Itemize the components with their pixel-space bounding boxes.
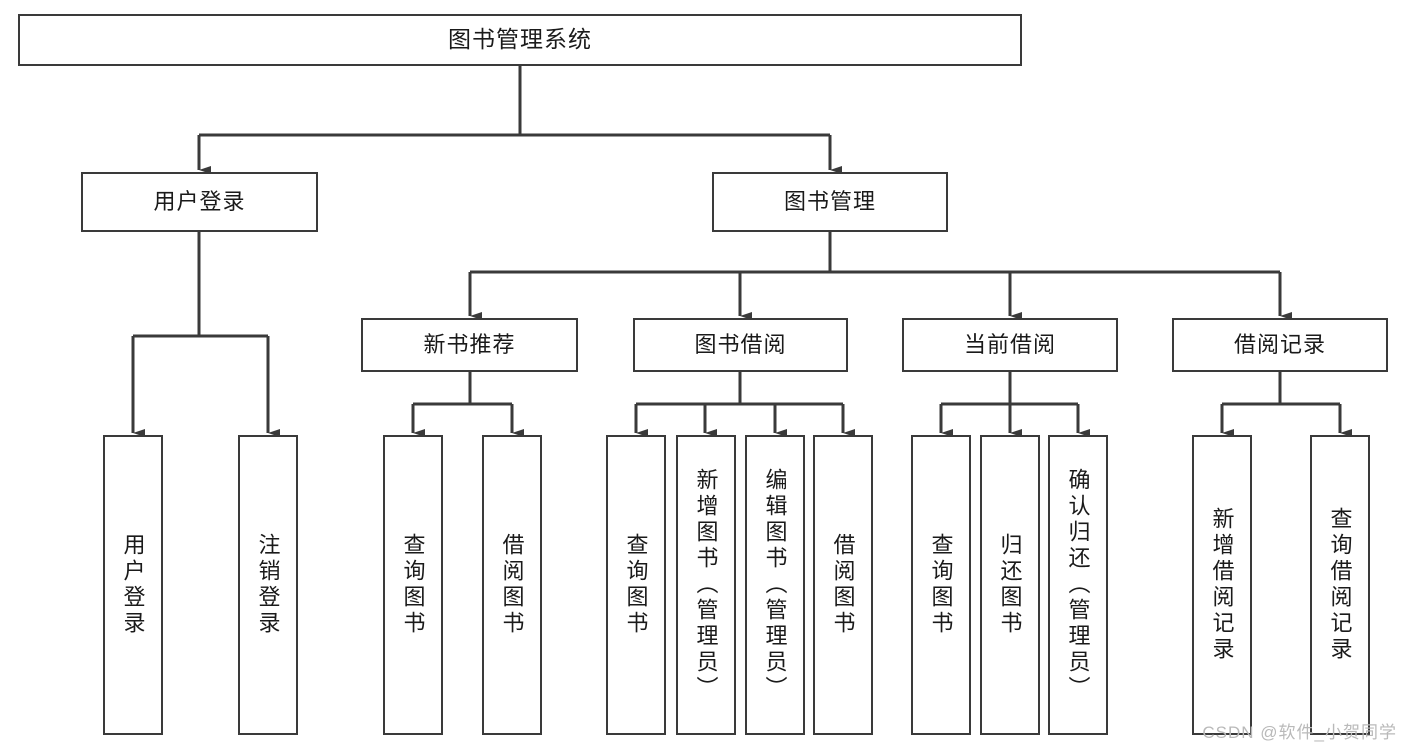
leaf-recommend-borrow-book[interactable]: 借阅图书 xyxy=(482,435,542,735)
node-current-borrow[interactable]: 当前借阅 xyxy=(902,318,1118,372)
node-root-system[interactable]: 图书管理系统 xyxy=(18,14,1022,66)
leaf-current-query-book[interactable]: 查询图书 xyxy=(911,435,971,735)
node-user-login[interactable]: 用户登录 xyxy=(81,172,318,232)
leaf-borrow-query-book[interactable]: 查询图书 xyxy=(606,435,666,735)
node-label: 查询图书 xyxy=(400,533,426,637)
leaf-recommend-query-book[interactable]: 查询图书 xyxy=(383,435,443,735)
node-label: 查询图书 xyxy=(623,533,649,637)
node-label: 当前借阅 xyxy=(963,331,1056,357)
leaf-record-query-record[interactable]: 查询借阅记录 xyxy=(1310,435,1370,735)
node-label: 编辑图书（管理员） xyxy=(762,468,788,702)
node-new-book-recommend[interactable]: 新书推荐 xyxy=(361,318,578,372)
node-label: 新增借阅记录 xyxy=(1209,507,1235,663)
csdn-watermark: CSDN @软件_小贺同学 xyxy=(1202,723,1397,742)
node-label: 用户登录 xyxy=(120,533,146,637)
node-label: 图书管理系统 xyxy=(448,26,592,53)
node-borrow-record[interactable]: 借阅记录 xyxy=(1172,318,1388,372)
node-label: 借阅记录 xyxy=(1233,331,1326,357)
node-label: 确认归还（管理员） xyxy=(1065,468,1091,702)
leaf-current-confirm-return-admin[interactable]: 确认归还（管理员） xyxy=(1048,435,1108,735)
leaf-borrow-add-book-admin[interactable]: 新增图书（管理员） xyxy=(676,435,736,735)
node-book-borrow[interactable]: 图书借阅 xyxy=(633,318,848,372)
leaf-borrow-edit-book-admin[interactable]: 编辑图书（管理员） xyxy=(745,435,805,735)
node-label: 归还图书 xyxy=(997,533,1023,637)
leaf-borrow-borrow-book[interactable]: 借阅图书 xyxy=(813,435,873,735)
node-label: 注销登录 xyxy=(255,533,281,637)
node-label: 借阅图书 xyxy=(499,533,525,637)
leaf-user-login-login[interactable]: 用户登录 xyxy=(103,435,163,735)
node-label: 借阅图书 xyxy=(830,533,856,637)
leaf-user-login-logout[interactable]: 注销登录 xyxy=(238,435,298,735)
leaf-record-add-record[interactable]: 新增借阅记录 xyxy=(1192,435,1252,735)
leaf-current-return-book[interactable]: 归还图书 xyxy=(980,435,1040,735)
node-label: 查询图书 xyxy=(928,533,954,637)
node-label: 用户登录 xyxy=(153,188,246,214)
node-label: 图书借阅 xyxy=(694,331,787,357)
node-label: 新增图书（管理员） xyxy=(693,468,719,702)
node-label: 图书管理 xyxy=(783,188,876,214)
node-label: 查询借阅记录 xyxy=(1327,507,1353,663)
node-label: 新书推荐 xyxy=(423,331,516,357)
node-book-management[interactable]: 图书管理 xyxy=(712,172,948,232)
